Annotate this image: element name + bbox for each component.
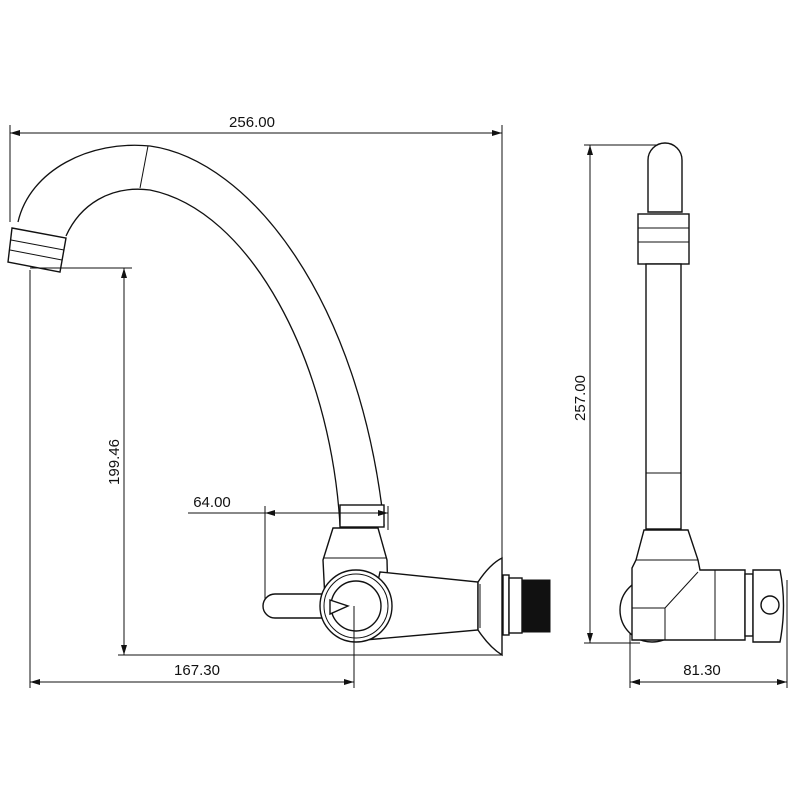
side-view [619, 142, 785, 643]
spout [17, 144, 385, 526]
thread [521, 579, 551, 633]
spout-top [647, 142, 683, 213]
aerator [7, 227, 67, 273]
dim-spout-reach: 167.30 [174, 662, 220, 679]
dim-side-depth: 81.30 [683, 662, 721, 679]
dim-overall-width: 256.00 [229, 114, 275, 131]
dim-spout-height: 199.46 [106, 439, 123, 485]
front-view [7, 144, 551, 657]
dim-handle-length: 64.00 [193, 494, 231, 511]
dim-overall-height: 257.00 [572, 375, 589, 421]
valve-body-side [631, 529, 746, 641]
dimension-lines [9, 125, 788, 688]
wall-flange [477, 556, 503, 657]
aerator-side [637, 213, 690, 265]
